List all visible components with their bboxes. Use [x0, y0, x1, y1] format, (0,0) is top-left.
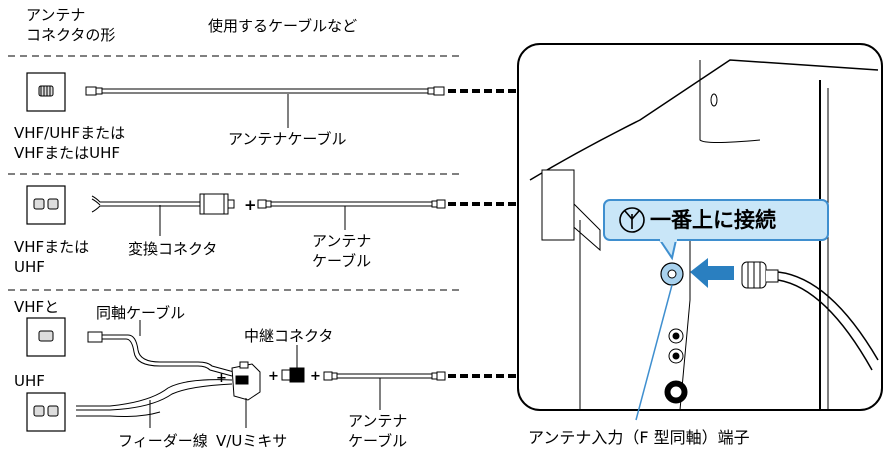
- row3-relay-label: 中継コネクタ: [244, 327, 334, 345]
- row2-wall-type-line1: VHFまたは: [14, 238, 90, 256]
- row1-wall-socket: [26, 72, 66, 112]
- row2-wall-socket: [26, 185, 66, 225]
- row2-wall-type-line2: UHF: [14, 258, 45, 276]
- row3-feeder-label: フィーダー線: [118, 432, 208, 450]
- plus-sign: +: [244, 196, 257, 214]
- row3-vu-mixer: [231, 361, 261, 401]
- row3-feeder-wire: [76, 379, 233, 417]
- antenna-input-terminal: [660, 262, 684, 286]
- callout-box: [603, 199, 829, 261]
- row3-vhf-socket: [26, 317, 66, 357]
- header-cables-used: 使用するケーブルなど: [208, 17, 358, 35]
- row3-antenna-cable: [323, 371, 446, 381]
- row2-antenna-cable: [257, 199, 446, 209]
- plus-sign: +: [268, 369, 279, 384]
- row3-mixer-label: V/Uミキサ: [216, 432, 288, 450]
- row3-uhf-socket: [26, 392, 66, 432]
- tv-antenna-cable-plug: [741, 261, 879, 371]
- connection-arrow: [690, 258, 734, 288]
- row3-cable-label-line2: ケーブル: [348, 432, 408, 450]
- row3-wall-top-label: VHFと: [14, 298, 60, 316]
- header-connector-shape-line1: アンテナ: [26, 6, 86, 24]
- plus-sign: +: [310, 369, 321, 384]
- row3-cable-label-line1: アンテナ: [348, 412, 408, 430]
- row1-wall-type-line2: VHFまたはUHF: [14, 144, 121, 162]
- row1-wall-type-line1: VHF/UHFまたは: [14, 124, 126, 142]
- row1-cable-label: アンテナケーブル: [228, 130, 347, 148]
- antenna-circle-icon: [619, 207, 645, 233]
- row3-wall-bottom-label: UHF: [14, 372, 45, 390]
- row3-coax-label: 同軸ケーブル: [96, 304, 186, 322]
- row2-converter-connector: [91, 193, 235, 215]
- row2-cable-label-line1: アンテナ: [312, 232, 372, 250]
- tv-ports: [664, 328, 688, 404]
- row2-converter-label: 変換コネクタ: [128, 240, 218, 258]
- terminal-caption: アンテナ入力（F 型同軸）端子: [528, 428, 750, 447]
- row3-coax-cable: [87, 331, 235, 377]
- row1-antenna-cable: [85, 86, 445, 96]
- callout-text: 一番上に接続: [650, 208, 776, 232]
- terminal-leader: [635, 284, 673, 421]
- row-separators: [8, 55, 462, 291]
- row3-relay-connector: [281, 367, 305, 383]
- row2-cable-label-line2: ケーブル: [312, 252, 372, 270]
- header-connector-shape-line2: コネクタの形: [26, 26, 116, 44]
- plus-sign: +: [216, 371, 227, 386]
